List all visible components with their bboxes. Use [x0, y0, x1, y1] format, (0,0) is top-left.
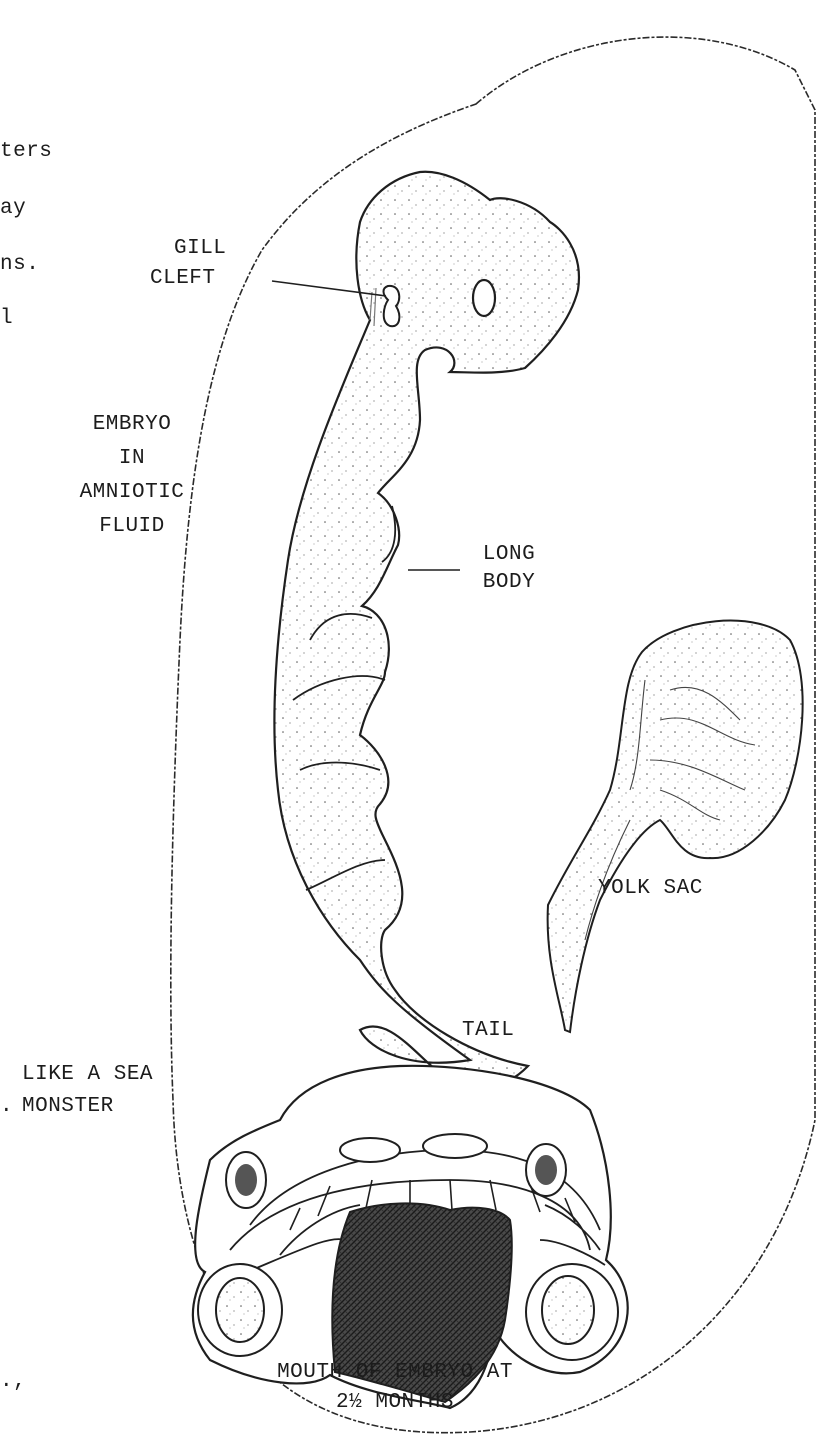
embryo-body-outline	[274, 172, 579, 1090]
left-fragment: ay	[0, 192, 26, 226]
sea-monster-label: LIKE A SEA MONSTER	[22, 1058, 153, 1124]
upper-mid-right-oval	[423, 1134, 487, 1158]
left-fragment: .,	[0, 1365, 26, 1399]
mouth-right-eye	[542, 1276, 594, 1344]
gill-cleft-label-line: GILL	[150, 232, 226, 266]
embryo-label-line: FLUID	[52, 510, 212, 544]
left-fragment: ns.	[0, 248, 39, 282]
long-body-label-line: BODY	[468, 566, 550, 600]
upper-mid-left-oval	[340, 1138, 400, 1162]
left-fragment: .	[0, 1090, 13, 1124]
embryo-label-line: AMNIOTIC	[52, 476, 212, 510]
gill-cleft-label: GILL CLEFT	[150, 232, 226, 296]
left-fragment: ters	[0, 135, 52, 169]
embryo-label-line: EMBRYO	[52, 408, 212, 442]
embryo-eye	[473, 280, 495, 316]
mouth-caption-line: MOUTH OF EMBRYO AT	[210, 1356, 580, 1390]
mouth-caption-line: 2½ MONTHS	[210, 1386, 580, 1420]
mouth-caption: MOUTH OF EMBRYO AT 2½ MONTHS	[210, 1356, 580, 1420]
yolk-sac-label: YOLK SAC	[598, 872, 703, 906]
sea-monster-label-line: LIKE A SEA	[22, 1058, 153, 1092]
gill-cleft-label-line: CLEFT	[150, 262, 226, 296]
sea-monster-label-line: MONSTER	[22, 1090, 153, 1124]
upper-right-oval-inner	[535, 1155, 557, 1185]
upper-left-oval-inner	[235, 1164, 257, 1196]
gill-cleft-mark	[384, 286, 400, 326]
embryo-in-amniotic-fluid-label: EMBRYO IN AMNIOTIC FLUID	[52, 408, 212, 544]
long-body-label: LONG BODY	[468, 538, 550, 600]
mouth-left-eye	[216, 1278, 264, 1342]
left-fragment: l	[0, 302, 13, 336]
tail-label: TAIL	[462, 1014, 514, 1048]
yolk-sac-outline	[548, 621, 803, 1032]
embryo-label-line: IN	[52, 442, 212, 476]
